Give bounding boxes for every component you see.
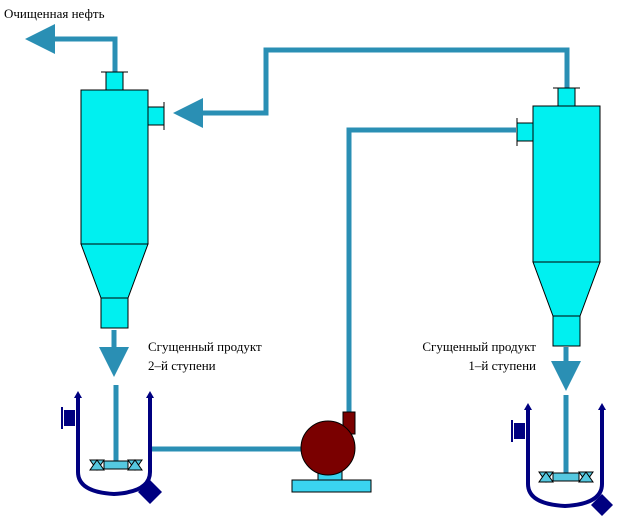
stage2-product-label-line1: Сгущенный продукт (148, 339, 262, 354)
right-stirrer-motor (514, 423, 525, 439)
left-cyclone-inlet-nozzle (147, 106, 165, 126)
left-tank-drain-valve (138, 480, 162, 504)
pump-casing (300, 420, 356, 476)
purified-oil-pipe (24, 24, 118, 72)
right-cyclone-top-nozzle (557, 87, 576, 107)
left-tank (61, 391, 162, 504)
right-tank-bottom (526, 483, 604, 509)
right-cyclone-outlet (552, 315, 581, 347)
right-tank-inlet-tip-l (524, 403, 532, 410)
right-cyclone-body (532, 105, 601, 263)
left-tank-inlet-tip-l (74, 391, 82, 398)
pump (291, 411, 372, 493)
right-tank-inlet-tip-r (598, 403, 606, 410)
right-tank-drain-valve (591, 494, 613, 516)
pipes (24, 24, 581, 475)
right-stirrer-blades (538, 471, 594, 483)
left-cyclone-body (80, 89, 149, 245)
pump-base (291, 479, 372, 493)
stage1-product-label-line1: Сгущенный продукт (422, 339, 536, 354)
stage1-product-label-line2: 1–й ступени (468, 358, 536, 373)
left-tank-bottom (76, 471, 152, 497)
left-stirrer-blades (89, 459, 143, 471)
pump-discharge-pipe (346, 127, 516, 412)
left-cyclone (80, 71, 165, 329)
right-cyclone-cone (532, 261, 601, 317)
left-tank-inlet-tip-r (146, 391, 154, 398)
left-cyclone-outlet (100, 297, 129, 329)
right-cyclone (516, 87, 601, 347)
left-stirrer-motor (64, 410, 75, 426)
right-tank (511, 403, 613, 516)
right-cyclone-inlet-nozzle (516, 122, 534, 142)
left-cyclone-cone (80, 243, 149, 299)
purified-oil-label: Очищенная нефть (4, 6, 105, 21)
left-cyclone-top-nozzle (105, 71, 124, 91)
overflow-transfer-pipe (173, 47, 570, 128)
stage2-product-label-line2: 2–й ступени (148, 358, 216, 373)
